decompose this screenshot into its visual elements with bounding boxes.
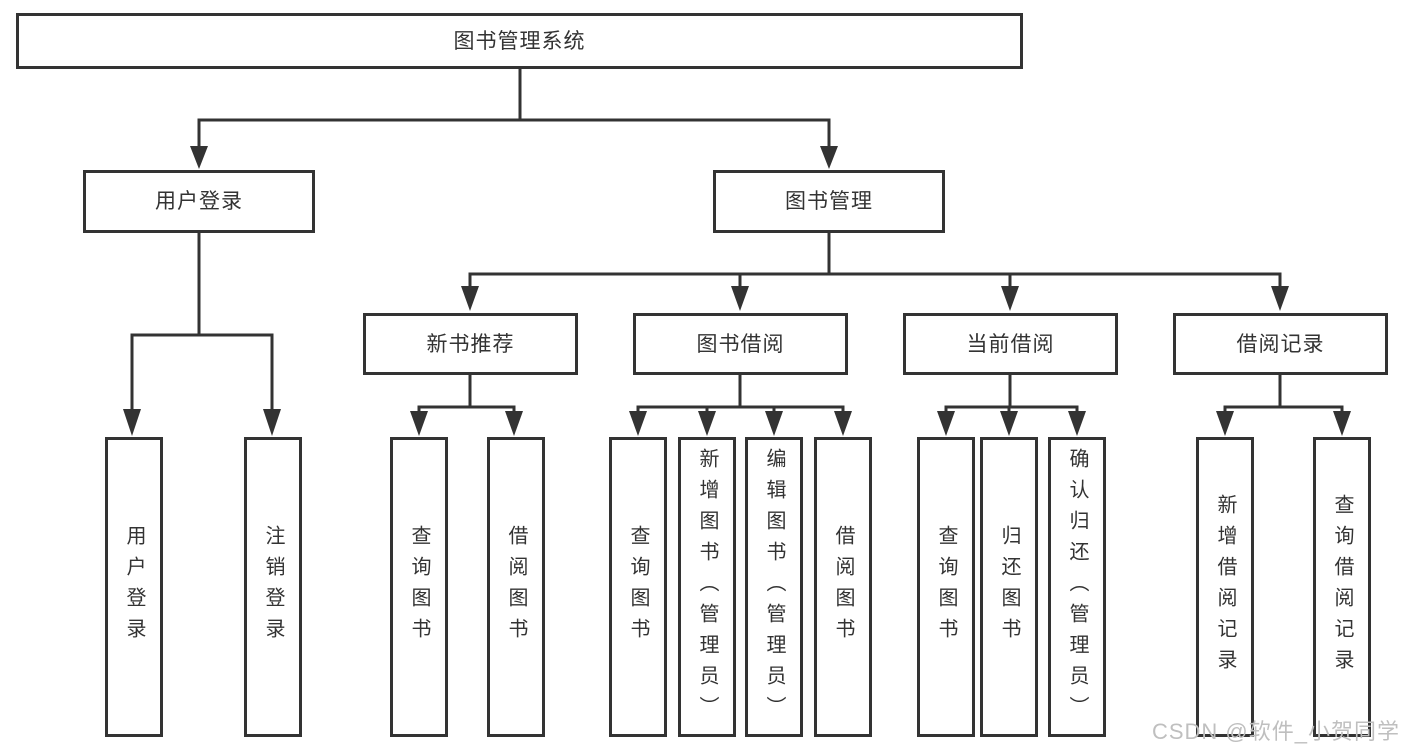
node-new-book-recommend: 新书推荐	[363, 313, 578, 375]
leaf-user-login: 用户登录	[105, 437, 163, 737]
leaf-query-books-recommend: 查询图书	[390, 437, 448, 737]
node-new-book-recommend-label: 新书推荐	[426, 332, 515, 356]
node-library-system: 图书管理系统	[16, 13, 1023, 69]
leaf-query-borrow-record-label: 查询借阅记录	[1331, 494, 1353, 680]
leaf-user-login-label: 用户登录	[123, 525, 145, 649]
leaf-add-book-admin-label: 新增图书（管理员）	[696, 447, 718, 727]
node-library-system-label: 图书管理系统	[453, 29, 586, 53]
leaf-borrow-books-label: 借阅图书	[832, 525, 854, 649]
leaf-add-book-admin: 新增图书（管理员）	[678, 437, 736, 737]
node-user-login-label: 用户登录	[155, 190, 243, 213]
leaf-borrow-books-recommend: 借阅图书	[487, 437, 545, 737]
node-book-management-label: 图书管理	[785, 190, 873, 213]
leaf-return-book: 归还图书	[980, 437, 1038, 737]
node-user-login: 用户登录	[83, 170, 315, 233]
leaf-query-books-current: 查询图书	[917, 437, 975, 737]
node-book-management: 图书管理	[713, 170, 945, 233]
leaf-query-books-recommend-label: 查询图书	[408, 525, 430, 649]
leaf-query-books-current-label: 查询图书	[935, 525, 957, 649]
leaf-logout-label: 注销登录	[262, 525, 284, 649]
leaf-return-book-label: 归还图书	[998, 525, 1020, 649]
leaf-logout: 注销登录	[244, 437, 302, 737]
leaf-confirm-return-admin: 确认归还（管理员）	[1048, 437, 1106, 737]
leaf-edit-book-admin: 编辑图书（管理员）	[745, 437, 803, 737]
leaf-query-borrow-record: 查询借阅记录	[1313, 437, 1371, 737]
node-current-borrow-label: 当前借阅	[966, 332, 1055, 356]
csdn-watermark: CSDN @软件_小贺同学	[1151, 719, 1400, 744]
leaf-confirm-return-admin-label: 确认归还（管理员）	[1066, 447, 1088, 727]
leaf-borrow-books-recommend-label: 借阅图书	[505, 525, 527, 649]
leaf-query-books-borrow-label: 查询图书	[627, 525, 649, 649]
node-borrow-records-label: 借阅记录	[1236, 332, 1325, 356]
leaf-add-borrow-record: 新增借阅记录	[1196, 437, 1254, 737]
leaf-add-borrow-record-label: 新增借阅记录	[1214, 494, 1236, 680]
node-borrow-records: 借阅记录	[1173, 313, 1388, 375]
node-book-borrow: 图书借阅	[633, 313, 848, 375]
node-book-borrow-label: 图书借阅	[696, 332, 785, 356]
leaf-edit-book-admin-label: 编辑图书（管理员）	[763, 447, 785, 727]
node-current-borrow: 当前借阅	[903, 313, 1118, 375]
leaf-query-books-borrow: 查询图书	[609, 437, 667, 737]
leaf-borrow-books: 借阅图书	[814, 437, 872, 737]
